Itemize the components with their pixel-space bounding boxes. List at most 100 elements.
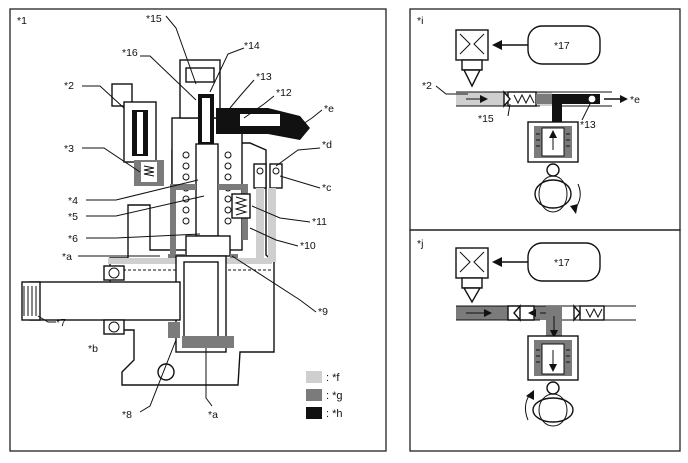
j-cyl-coils: [536, 349, 570, 363]
main-leader-lines: [37, 15, 323, 413]
legend: : *f : *g : *h: [306, 371, 343, 420]
callout-a-bottom: *a: [208, 409, 218, 421]
callout-12: *12: [276, 87, 292, 99]
i-solenoid-x: [459, 33, 485, 55]
i-hp-gray: [536, 94, 556, 104]
i-flow-arrow: [480, 95, 488, 103]
j-roller: [546, 381, 560, 395]
callout-7: *7: [56, 317, 66, 329]
i-hp-path: [552, 94, 600, 128]
i-leader-2: [435, 85, 468, 95]
j-down-arrow: [550, 330, 558, 338]
j-flow-arrow-1: [484, 309, 492, 317]
callout-10: *10: [300, 240, 316, 252]
i-callout-e: *e: [630, 94, 640, 106]
callout-8: *8: [122, 409, 132, 421]
plunger: [195, 143, 219, 237]
j-flow-arrow-2: [528, 309, 536, 317]
panel-j-label: *j: [417, 238, 423, 250]
callout-c: *c: [322, 182, 331, 194]
i-check-spring: [513, 93, 535, 105]
callout-13: *13: [256, 71, 272, 83]
i-callout-2: *2: [422, 80, 432, 92]
legend-swatch-h: [306, 407, 322, 419]
i-check-cone: [503, 90, 511, 108]
check-ball: [228, 115, 240, 127]
j-plunger-arrowhead: [549, 364, 557, 372]
i-check-ball: [587, 94, 597, 104]
cam: [183, 261, 219, 343]
callout-e: *e: [324, 103, 334, 115]
i-cyl-coils: [536, 133, 570, 147]
main-panel-label: *1: [17, 15, 27, 27]
j-rotation-arc: [524, 393, 531, 421]
panel-i-schematic: *17: [435, 25, 628, 214]
callout-5: *5: [68, 211, 78, 223]
i-solenoid-base: [461, 59, 483, 71]
j-ecu-arrowhead: [492, 257, 502, 267]
panel-j-schematic: *17: [455, 242, 636, 427]
suction-valve-bore: [141, 162, 157, 182]
panel-j-frame: [409, 229, 681, 452]
panel-i-label: *i: [417, 15, 423, 27]
main-panel-frame: [9, 8, 387, 452]
hp-chamber-bore: [202, 98, 210, 142]
callout-b: *b: [88, 343, 98, 355]
callout-11: *11: [312, 216, 327, 228]
i-callout-13: *13: [580, 119, 596, 131]
i-leader-15: [507, 103, 511, 117]
j-solenoid-base: [461, 277, 483, 289]
shaft-spline: [21, 281, 41, 321]
callout-a-left: *a: [62, 251, 72, 263]
j-rotation-arrow: [526, 390, 534, 400]
i-ecu-label: *17: [554, 40, 570, 52]
lp-riser-2: [268, 188, 276, 262]
bearing-bottom: [103, 319, 125, 335]
cam-lube-bottom: [182, 336, 234, 348]
pump-cross-section: [21, 59, 310, 386]
discharge-bore: [240, 114, 280, 126]
solenoid-core: [137, 112, 143, 154]
top-cap: [185, 67, 215, 83]
j-ecu-label: *17: [554, 257, 570, 269]
lp-riser-1: [256, 188, 264, 258]
j-check-cone: [513, 304, 521, 322]
i-roller: [546, 163, 560, 177]
j-cam-lobe: [532, 397, 574, 423]
i-needle: [462, 69, 482, 88]
legend-swatch-g: [306, 389, 322, 401]
callout-4: *4: [68, 195, 78, 207]
fuel-path-left: [170, 184, 196, 258]
relief-spring: [234, 196, 248, 216]
cam-seal-left: [168, 322, 180, 338]
tappet: [185, 235, 231, 257]
callout-16: *16: [122, 47, 138, 59]
callout-15: *15: [146, 13, 162, 25]
spline-teeth: [23, 286, 37, 316]
i-ecu-arrowhead: [492, 40, 502, 50]
callout-14: *14: [244, 40, 260, 52]
j-needle: [462, 287, 482, 304]
callout-3: *3: [64, 143, 74, 155]
i-cam-ghost: [538, 175, 568, 213]
bearing-top: [103, 265, 125, 281]
drive-shaft: [29, 281, 181, 321]
i-callout-15: *15: [478, 113, 494, 125]
j-check-valve: [507, 305, 535, 321]
j-check-spring-2: [585, 307, 603, 319]
i-leader-13: [581, 103, 591, 121]
legend-swatch-f: [306, 371, 322, 383]
callout-2: *2: [64, 80, 74, 92]
callout-6: *6: [68, 233, 78, 245]
i-cam-lobe: [534, 179, 572, 209]
i-plunger-arrowhead: [549, 130, 557, 138]
legend-label-f: : *f: [326, 372, 340, 384]
legend-label-g: : *g: [326, 390, 343, 402]
j-check-cone-2: [573, 304, 581, 322]
callout-d: *d: [322, 139, 332, 151]
suction-valve-spring: [143, 165, 155, 177]
i-out-arrow: [620, 95, 628, 103]
legend-label-h: : *h: [326, 408, 343, 420]
j-cam-ghost: [538, 393, 568, 427]
